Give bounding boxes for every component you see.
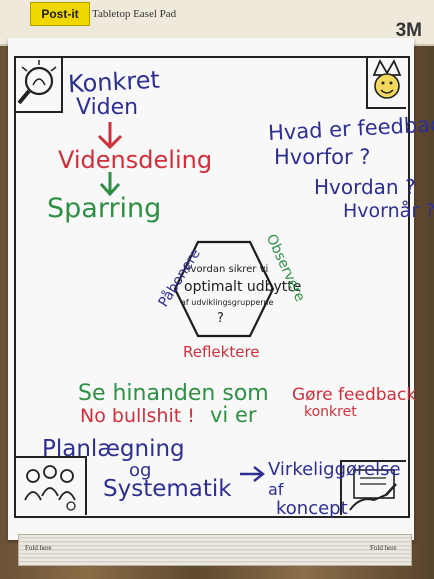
vi-er-label: vi er bbox=[210, 403, 257, 427]
vidensdeling-label: Vidensdeling bbox=[58, 146, 213, 174]
koncept-label: koncept bbox=[276, 498, 348, 519]
center-line2: optimalt udbytte bbox=[184, 279, 302, 295]
center-line1: Hvordan sikrer vi bbox=[183, 264, 269, 275]
question-why: Hvorfor ? bbox=[274, 145, 371, 169]
question-when: Hvornår ? bbox=[343, 200, 434, 222]
easel-pad-header: Post-it Tabletop Easel Pad 3M bbox=[0, 0, 434, 46]
planlagning-label: Planlægning bbox=[42, 436, 185, 462]
fold-here-right: Fold here bbox=[370, 544, 397, 552]
fold-here-left: Fold here bbox=[25, 544, 52, 552]
product-name: Tabletop Easel Pad bbox=[92, 8, 177, 20]
maker-logo: 3M bbox=[395, 20, 422, 41]
hexagon-shape bbox=[173, 240, 275, 338]
jester-face-icon bbox=[366, 57, 406, 109]
down-arrow-icon bbox=[97, 122, 123, 150]
og-label: og bbox=[129, 460, 152, 481]
viden-label: Viden bbox=[76, 95, 139, 120]
konkret-label: Konkret bbox=[67, 65, 161, 99]
people-icon bbox=[15, 456, 87, 515]
konkret-note: konkret bbox=[304, 404, 357, 420]
paper-stack bbox=[18, 534, 412, 566]
no-bullshit-label: No bullshit ! bbox=[80, 405, 195, 427]
gore-feedback-label: Gøre feedback bbox=[292, 385, 417, 405]
af-label: af bbox=[268, 480, 284, 499]
virkelig-label: Virkeliggørelse bbox=[268, 459, 401, 480]
writing-hand-icon bbox=[340, 460, 406, 515]
reflektere-label: Reflektere bbox=[183, 343, 260, 361]
center-question-mark: ? bbox=[217, 311, 224, 326]
question-how: Hvordan ? bbox=[314, 175, 416, 199]
down-arrow-icon bbox=[99, 172, 121, 197]
magnifier-icon bbox=[15, 57, 63, 113]
drawn-border bbox=[14, 56, 410, 518]
systematik-label: Systematik bbox=[103, 476, 232, 502]
sparring-label: Sparring bbox=[47, 193, 162, 224]
center-line3: af udviklingsgrupperne bbox=[181, 298, 274, 307]
se-hinanden-label: Se hinanden som bbox=[78, 381, 269, 406]
right-arrow-icon bbox=[240, 466, 265, 482]
brand-logo: Post-it bbox=[30, 2, 90, 26]
